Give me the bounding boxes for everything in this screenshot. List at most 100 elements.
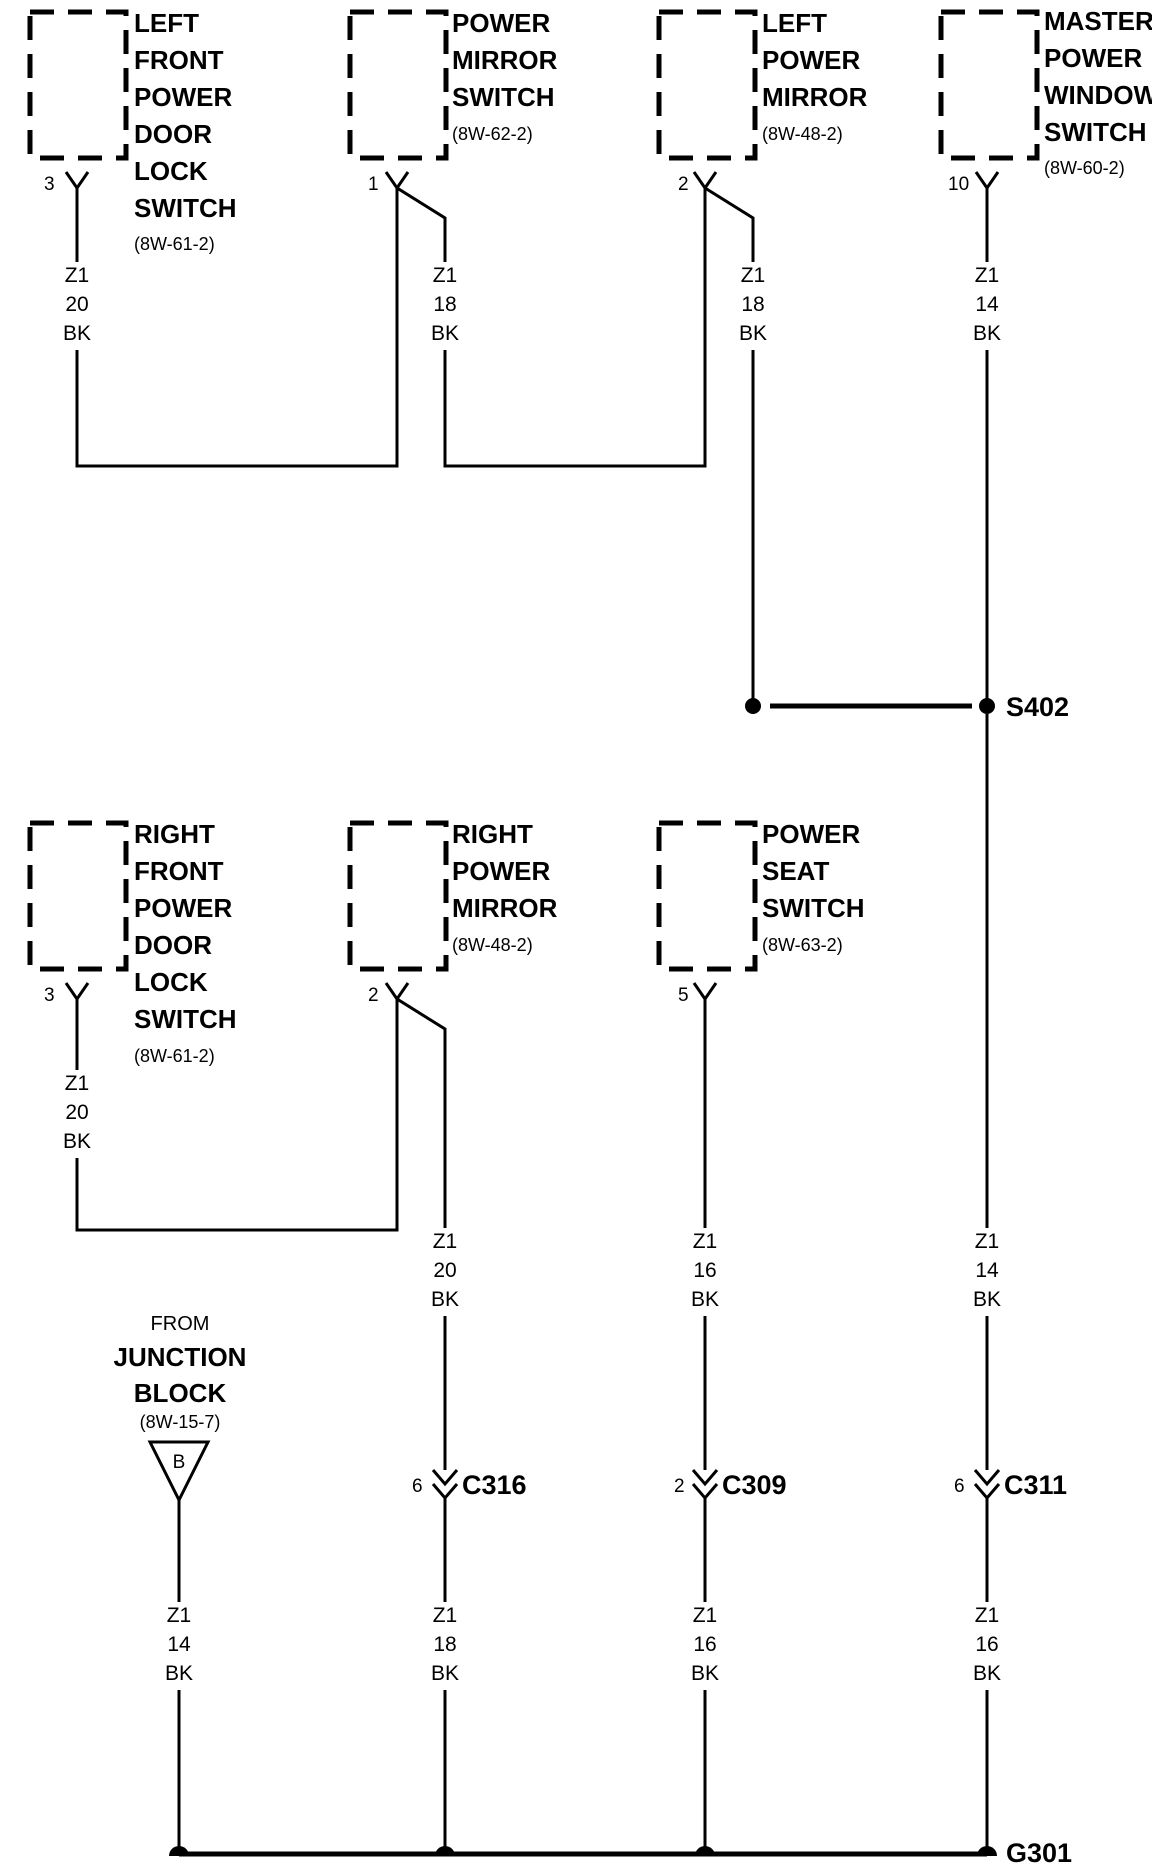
component-label-line: FRONT bbox=[134, 45, 224, 75]
pin-number: 3 bbox=[44, 174, 55, 195]
junction-cavity-triangle bbox=[147, 1440, 211, 1504]
junction-from-label: FROM bbox=[151, 1313, 210, 1335]
connector-c311: 6 C311 bbox=[954, 1469, 1067, 1501]
connector-c316: 6 C316 bbox=[412, 1469, 527, 1501]
pin-number: 10 bbox=[948, 174, 969, 195]
terminal-symbol bbox=[692, 171, 718, 191]
ground-label: G301 bbox=[1006, 1838, 1072, 1864]
component-ref: (8W-48-2) bbox=[452, 935, 533, 955]
connector-label: C309 bbox=[722, 1470, 787, 1500]
connector-pin: 6 bbox=[412, 1476, 423, 1497]
component-label-line: LEFT bbox=[134, 8, 199, 38]
connector-c309: 2 C309 bbox=[674, 1469, 787, 1501]
component-label-line: LEFT bbox=[762, 8, 827, 38]
component-label-line: POWER bbox=[762, 45, 860, 75]
wire-label-gap bbox=[736, 262, 770, 350]
component-box bbox=[938, 9, 1040, 161]
component-label-line: SWITCH bbox=[1044, 117, 1147, 147]
component-label-line: RIGHT bbox=[134, 819, 215, 849]
pin-number: 2 bbox=[368, 985, 379, 1006]
connector-label: C316 bbox=[462, 1470, 527, 1500]
component-label-line: MIRROR bbox=[452, 45, 558, 75]
wire-label-gap bbox=[428, 1228, 462, 1316]
component-box bbox=[347, 9, 449, 161]
component-ref: (8W-61-2) bbox=[134, 234, 215, 254]
component-label-line: SEAT bbox=[762, 856, 830, 886]
wire-label-gap bbox=[60, 1070, 94, 1158]
wire-label-gap bbox=[162, 1602, 196, 1690]
pin-number: 2 bbox=[678, 174, 689, 195]
component-ref: (8W-63-2) bbox=[762, 935, 843, 955]
component-label-line: POWER bbox=[134, 893, 232, 923]
component-ref: (8W-48-2) bbox=[762, 124, 843, 144]
pin-number: 3 bbox=[44, 985, 55, 1006]
component-label-line: DOOR bbox=[134, 119, 212, 149]
wire-label-gap bbox=[970, 1602, 1004, 1690]
component-label-line: WINDOW bbox=[1044, 80, 1152, 110]
pin-number: 1 bbox=[368, 174, 379, 195]
component-label-line: RIGHT bbox=[452, 819, 533, 849]
wire-label-gap bbox=[428, 1602, 462, 1690]
component-label-line: POWER bbox=[452, 8, 550, 38]
wire-lfdl-to-pms bbox=[75, 185, 707, 468]
component-label-line: FRONT bbox=[134, 856, 224, 886]
component-ref: (8W-61-2) bbox=[134, 1046, 215, 1066]
terminal-symbol bbox=[384, 982, 410, 1002]
wire-label-gap bbox=[688, 1228, 722, 1316]
junction-label-line: JUNCTION bbox=[114, 1342, 247, 1372]
component-label-line: MIRROR bbox=[452, 893, 558, 923]
component-ref: (8W-62-2) bbox=[452, 124, 533, 144]
wire-label-gap bbox=[970, 1228, 1004, 1316]
component-box bbox=[656, 9, 758, 161]
junction-label-line: BLOCK bbox=[134, 1378, 227, 1408]
wire-label-gap bbox=[428, 262, 462, 350]
component-label-line: SWITCH bbox=[762, 893, 865, 923]
component-label-line: POWER bbox=[134, 82, 232, 112]
component-label-line: POWER bbox=[762, 819, 860, 849]
component-right-power-mirror: RIGHT POWER MIRROR (8W-48-2) 2 bbox=[347, 819, 558, 1006]
component-box bbox=[347, 820, 449, 972]
connector-pin: 2 bbox=[674, 1476, 685, 1497]
terminal-symbol bbox=[974, 171, 1000, 196]
junction-ref: (8W-15-7) bbox=[140, 1412, 221, 1432]
component-label-line: POWER bbox=[452, 856, 550, 886]
ground-g301: G301 bbox=[169, 1838, 1072, 1864]
splice-s402: S402 bbox=[745, 692, 1069, 722]
terminal-symbol bbox=[692, 982, 718, 1007]
wire-label-gap bbox=[60, 262, 94, 350]
component-box bbox=[27, 820, 129, 972]
component-ref: (8W-60-2) bbox=[1044, 158, 1125, 178]
component-label-line: POWER bbox=[1044, 43, 1142, 73]
component-box bbox=[656, 820, 758, 972]
component-box bbox=[27, 9, 129, 161]
wire-label-gap bbox=[688, 1602, 722, 1690]
splice-label: S402 bbox=[1006, 692, 1069, 722]
terminal-symbol bbox=[64, 982, 90, 1007]
component-label-line: MASTER bbox=[1044, 6, 1152, 36]
connector-label: C311 bbox=[1004, 1470, 1067, 1500]
component-label-line: SWITCH bbox=[134, 1004, 237, 1034]
component-label-line: SWITCH bbox=[452, 82, 555, 112]
component-label-line: DOOR bbox=[134, 930, 212, 960]
